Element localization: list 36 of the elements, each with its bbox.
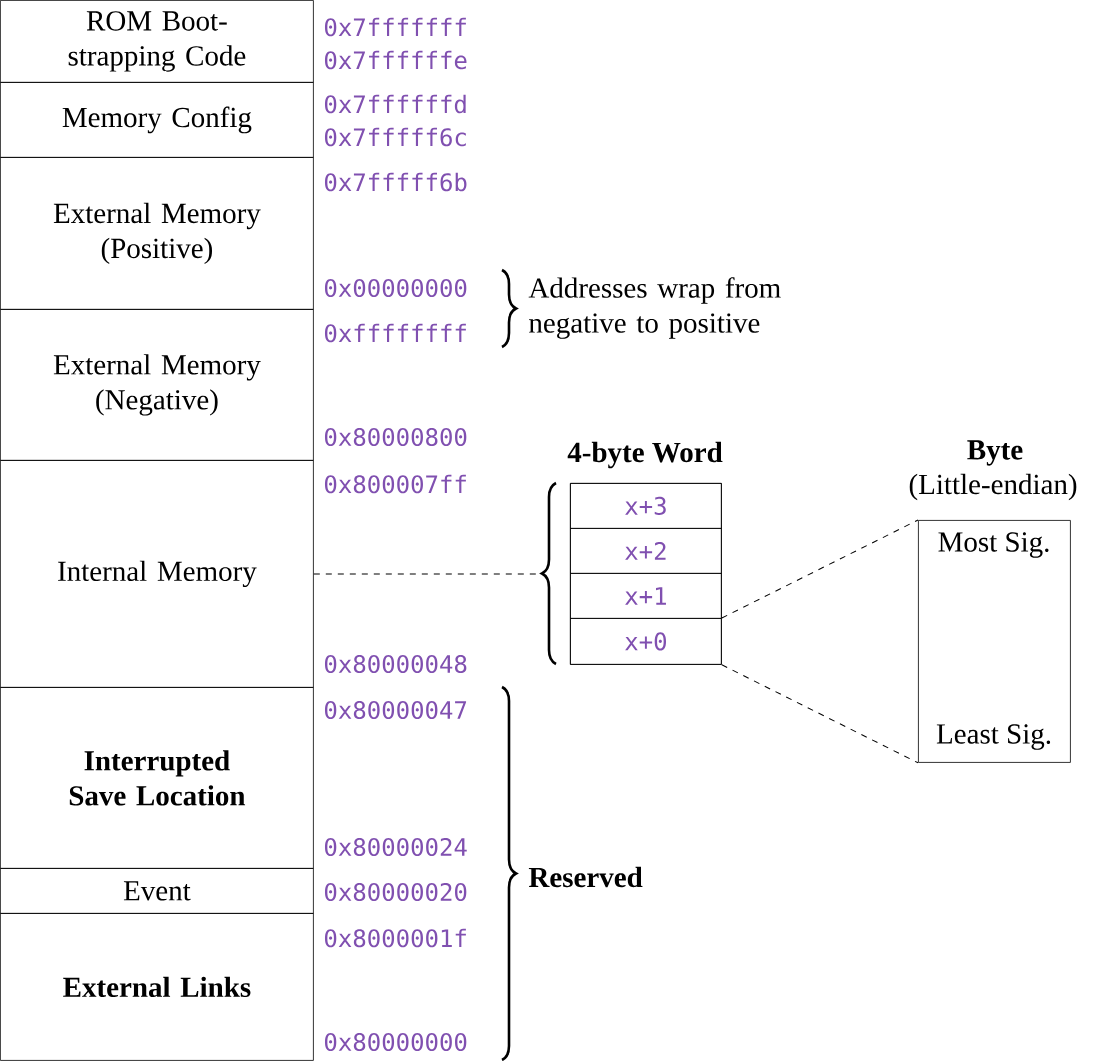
memory-region: External Links <box>0 913 314 1061</box>
dashed-line <box>721 519 919 619</box>
dashed-line <box>313 573 539 575</box>
address-label: 0x7ffffffe <box>324 50 467 70</box>
word-heading: 4-byte Word <box>567 441 723 469</box>
address-label: 0x7fffffff <box>324 17 466 37</box>
cell: x+2 <box>570 528 722 574</box>
memory-region: Event <box>0 868 314 914</box>
memory-region: Memory Config <box>0 82 314 158</box>
address-label: 0x7fffff6c <box>324 127 466 147</box>
brace-label: Reserved <box>528 866 643 888</box>
memory-region: External Memory (Positive) <box>0 157 314 310</box>
memory-region: ROM Boot-strapping Code <box>0 0 314 83</box>
address-label: 0x80000020 <box>324 882 467 902</box>
address-label: 0x80000800 <box>324 427 467 447</box>
address-label: 0x80000048 <box>324 654 467 674</box>
memory-region: External Memory (Negative) <box>0 309 314 461</box>
address-label: 0x800007ff <box>324 474 466 494</box>
cell: x+1 <box>570 573 722 619</box>
memory-region: Internal Memory <box>0 460 314 688</box>
address-label: 0x8000001f <box>324 928 466 948</box>
byte-label: Most Sig. <box>938 532 1049 558</box>
cell: x+3 <box>570 483 722 529</box>
byte-label: Least Sig. <box>936 724 1051 750</box>
brace-label: Addresses wrap from negative to positive <box>528 277 781 339</box>
address-label: 0x00000000 <box>324 278 467 298</box>
address-label: 0x7ffffffd <box>324 94 466 114</box>
address-label: 0x7fffff6b <box>324 172 467 192</box>
byte-subheading: (Little-endian) <box>909 473 1077 501</box>
memory-region: Interrupted Save Location <box>0 687 314 869</box>
address-label: 0x80000024 <box>324 837 467 857</box>
cell: x+0 <box>570 618 722 665</box>
dashed-line <box>721 664 919 764</box>
byte-heading: Byte <box>967 440 1023 466</box>
address-label: 0x80000047 <box>324 700 467 720</box>
address-label: 0xffffffff <box>324 323 466 343</box>
